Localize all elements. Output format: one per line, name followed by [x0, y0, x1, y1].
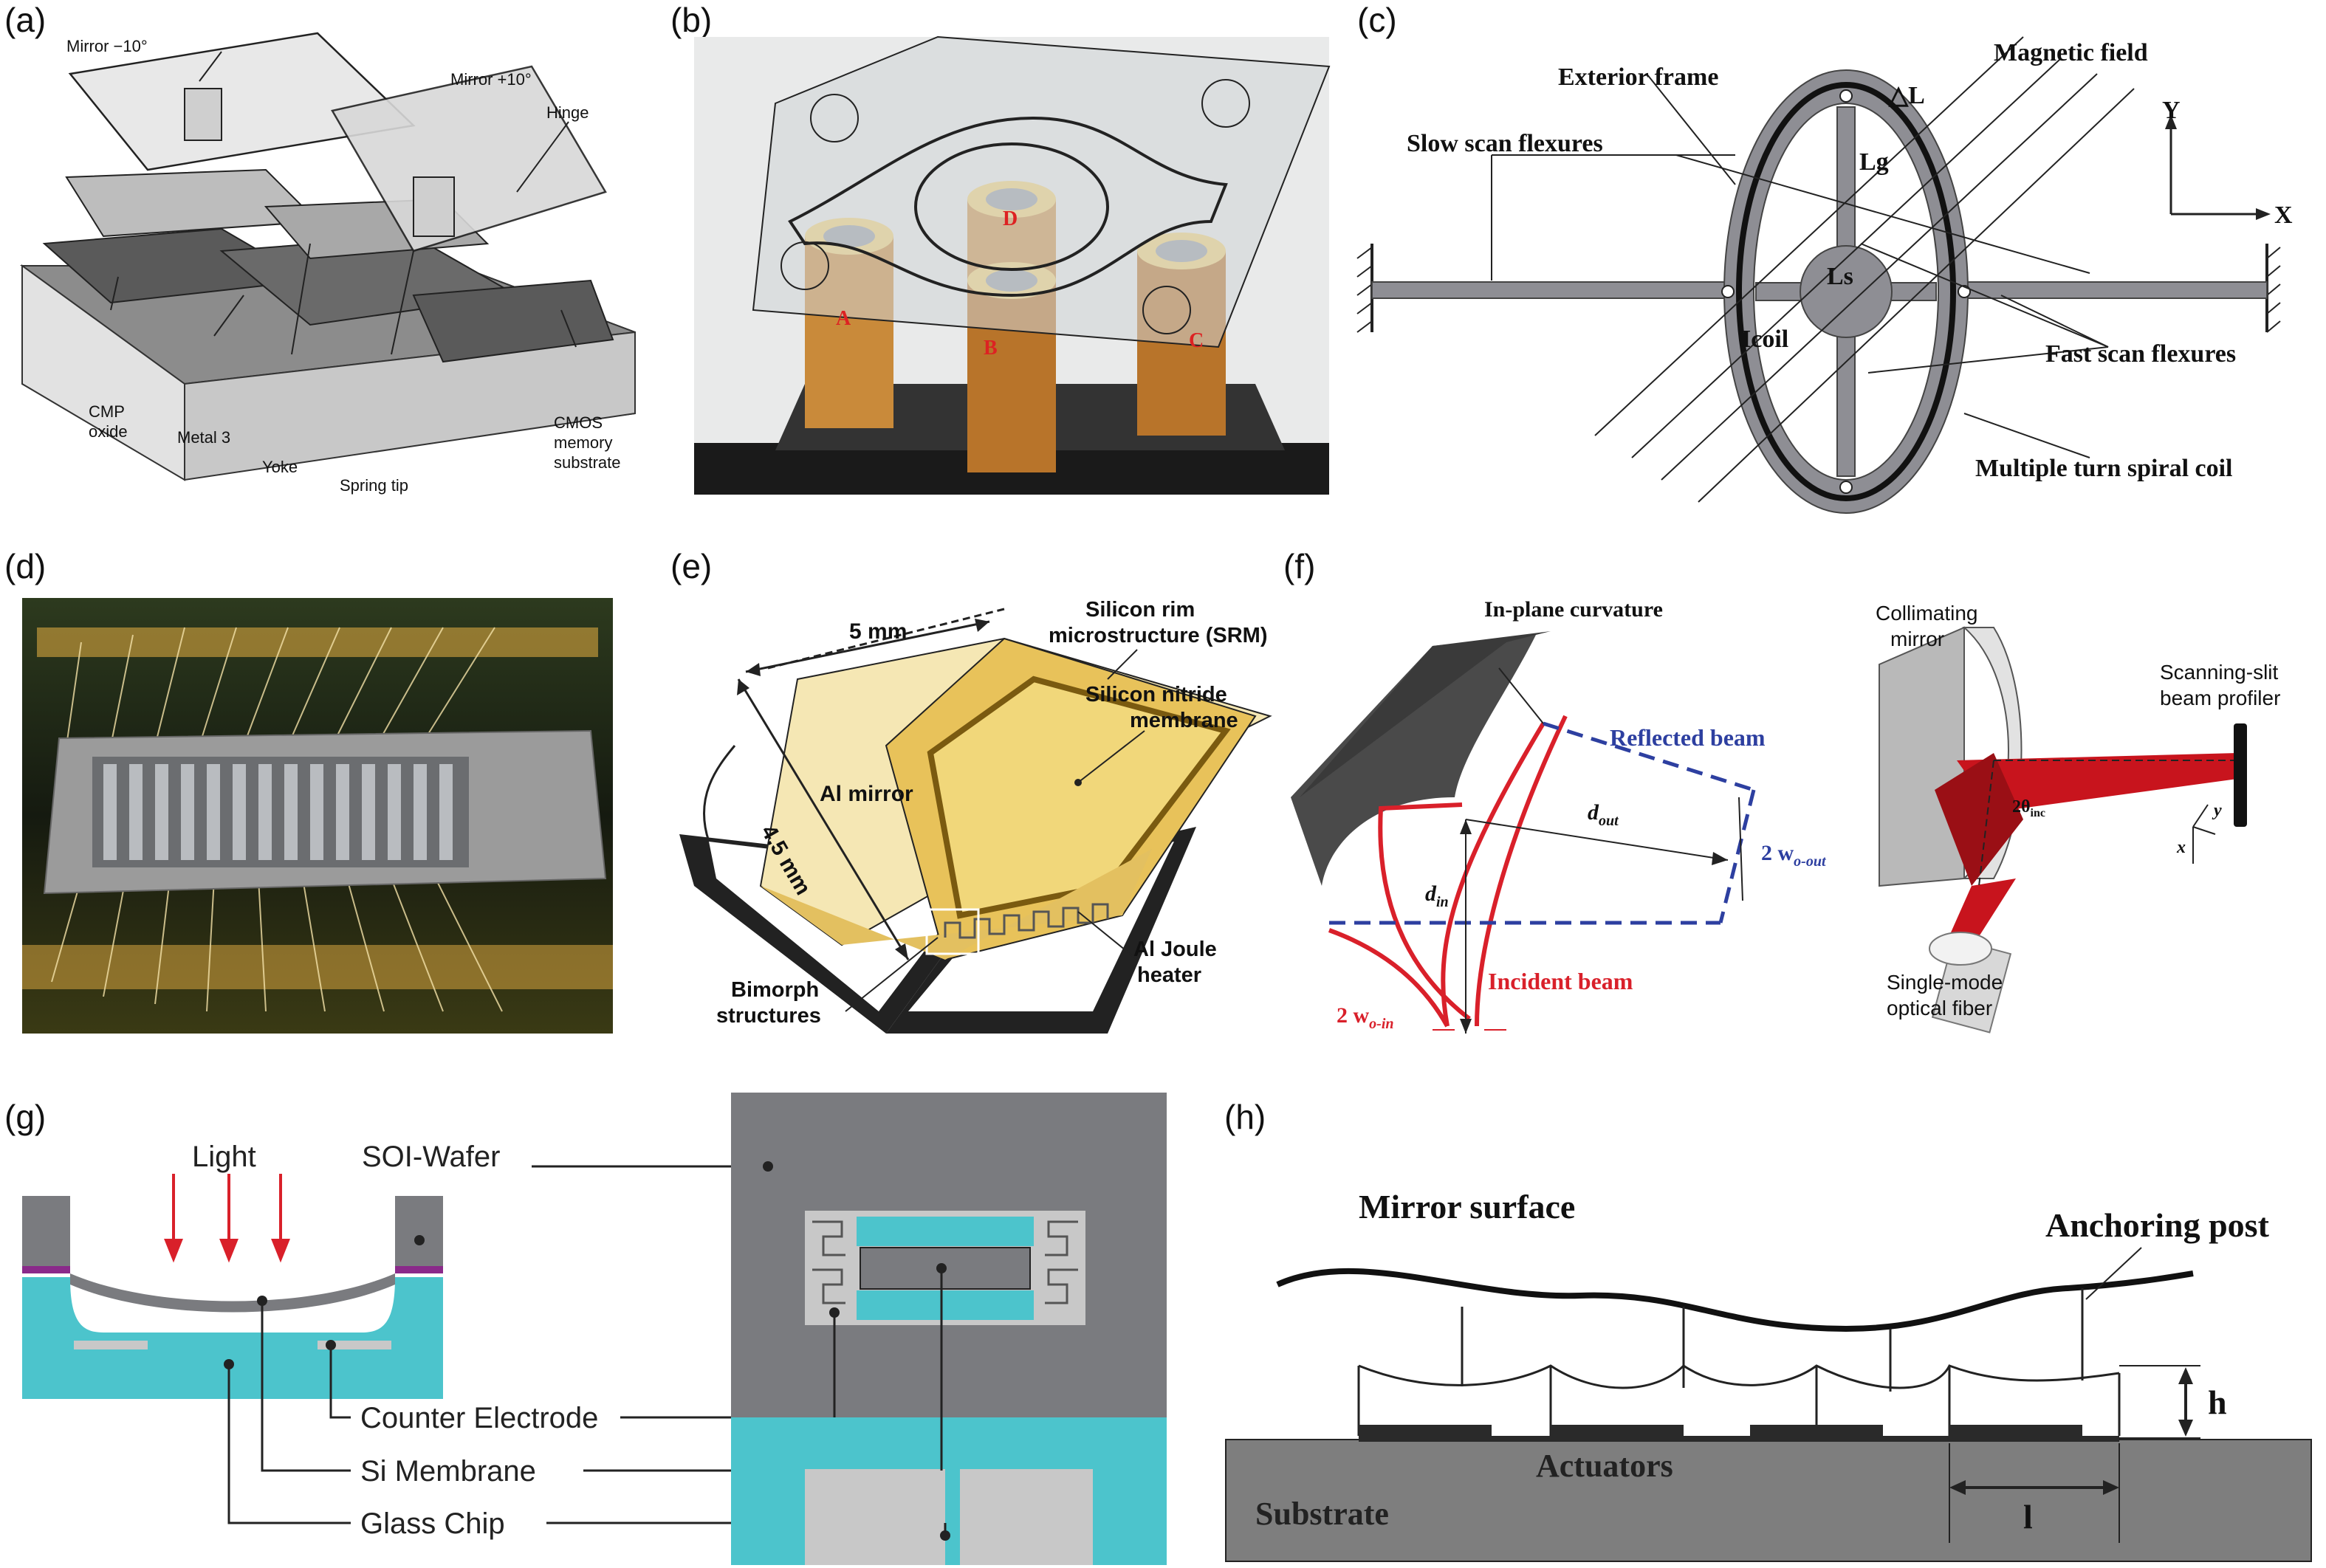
label-d-in: d — [1425, 881, 1437, 906]
coil-label-b: B — [984, 337, 998, 360]
label-exterior-frame: Exterior frame — [1558, 63, 1718, 91]
label-cmp-oxide-1: CMP — [89, 402, 125, 421]
device-photo — [22, 598, 613, 1034]
panel-label-c: (c) — [1357, 1, 1397, 39]
label-reflected-beam: Reflected beam — [1610, 724, 1766, 751]
label-magnetic-field: Magnetic field — [1994, 39, 2148, 66]
label-actuators: Actuators — [1536, 1448, 1673, 1484]
label-mirror: Al mirror — [820, 782, 913, 806]
label-counter-electrode: Counter Electrode — [360, 1402, 598, 1434]
label-fast-scan: Fast scan flexures — [2045, 340, 2236, 368]
label-slow-scan: Slow scan flexures — [1407, 130, 1603, 157]
axis-label-y: Y — [2162, 97, 2181, 124]
label-light: Light — [192, 1141, 256, 1173]
label-mirror-surface: Mirror surface — [1359, 1188, 1575, 1225]
label-bimorph-2: structures — [716, 1004, 821, 1028]
svg-text:dout: dout — [1588, 800, 1619, 829]
label-axis-y-f: y — [2212, 801, 2222, 820]
label-heater-2: heater — [1137, 963, 1201, 987]
beam-profile-diagram: In-plane curvature Reflected beam dout 2… — [1291, 597, 2280, 1034]
svg-text:din: din — [1425, 881, 1449, 910]
label-l: l — [2023, 1498, 2033, 1536]
label-spring-tip: Spring tip — [340, 476, 408, 495]
label-hinge: Hinge — [546, 103, 589, 122]
label-icoil: Icoil — [1741, 326, 1788, 353]
label-profiler-1: Scanning-slit — [2160, 661, 2279, 684]
svg-text:2 wo-out: 2 wo-out — [1761, 841, 1827, 870]
label-h: h — [2208, 1383, 2227, 1421]
coil-label-a: A — [836, 307, 851, 330]
deformable-mirror-diagram: Mirror surface Anchoring post h Actuator… — [1225, 1188, 2312, 1562]
panel-label-b: (b) — [670, 1, 713, 39]
label-cmos-3: substrate — [554, 453, 621, 472]
label-width: 5 mm — [849, 619, 907, 644]
label-lg: Lg — [1859, 148, 1889, 176]
axis-label-x: X — [2274, 202, 2293, 229]
panel-label-g: (g) — [4, 1098, 47, 1136]
label-theta: 2θ — [2012, 797, 2031, 816]
panel-label-h: (h) — [1224, 1098, 1266, 1136]
label-anchoring-post: Anchoring post — [2045, 1206, 2270, 1244]
label-w-out-sub: o-out — [1794, 853, 1827, 870]
panel-label-a: (a) — [4, 1, 47, 39]
label-si-membrane: Si Membrane — [360, 1455, 536, 1488]
label-delta-l: △L — [1888, 82, 1925, 109]
label-curvature: In-plane curvature — [1484, 597, 1663, 622]
label-mirror-minus: Mirror −10° — [66, 37, 148, 55]
label-fiber-2: optical fiber — [1887, 997, 1992, 1019]
label-membrane-2: membrane — [1130, 709, 1238, 732]
label-soi: SOI-Wafer — [362, 1141, 500, 1173]
panel-label-d: (d) — [4, 547, 47, 585]
coil-label-d: D — [1003, 207, 1018, 230]
label-membrane-1: Silicon nitride — [1085, 683, 1227, 706]
label-bimorph-1: Bimorph — [731, 978, 819, 1002]
svg-text:2θinc: 2θinc — [2012, 797, 2045, 819]
label-collimating-2: mirror — [1890, 627, 1944, 650]
label-glass-chip: Glass Chip — [360, 1507, 505, 1540]
label-substrate: Substrate — [1255, 1496, 1389, 1532]
label-metal3: Metal 3 — [177, 428, 230, 447]
label-cmos-2: memory — [554, 433, 612, 452]
label-srm-2: microstructure (SRM) — [1049, 624, 1268, 647]
label-incident-beam: Incident beam — [1488, 968, 1633, 994]
label-collimating-1: Collimating — [1876, 602, 1978, 625]
label-d-out: d — [1588, 800, 1599, 825]
label-axis-x-f: x — [2176, 838, 2186, 857]
label-w-in: 2 w — [1337, 1003, 1370, 1028]
panel-label-f: (f) — [1283, 547, 1316, 585]
label-mirror-plus: Mirror +10° — [450, 70, 532, 89]
label-ls: Ls — [1827, 263, 1853, 290]
label-cmp-oxide-2: oxide — [89, 422, 128, 441]
label-d-out-sub: out — [1599, 813, 1619, 829]
coil-label-c: C — [1189, 329, 1204, 352]
label-srm-1: Silicon rim — [1085, 598, 1195, 622]
label-spiral-coil: Multiple turn spiral coil — [1975, 455, 2233, 482]
label-w-out: 2 w — [1761, 841, 1794, 865]
label-profiler-2: beam profiler — [2160, 687, 2280, 709]
label-cmos-1: CMOS — [554, 413, 603, 432]
thermal-mirror-diagram: 5 mm 4.5 mm Silicon rim microstructure (… — [679, 598, 1272, 1034]
svg-text:2 wo-in: 2 wo-in — [1337, 1003, 1394, 1032]
electromagnetic-scanner-diagram: Exterior frame Magnetic field △L Lg Slow… — [1356, 36, 2293, 514]
label-heater-1: Al Joule — [1133, 938, 1217, 961]
label-w-in-sub: o-in — [1369, 1016, 1393, 1032]
label-d-in-sub: in — [1436, 894, 1449, 910]
label-yoke: Yoke — [262, 458, 298, 476]
coil-actuator-render: A D B C — [694, 35, 1331, 495]
label-fiber-1: Single-mode — [1887, 971, 2003, 994]
label-theta-sub: inc — [2031, 807, 2045, 819]
membrane-mirror-diagram: Light SOI-Wafer Counter Electrode Si Mem… — [22, 1093, 1167, 1565]
panel-label-e: (e) — [670, 547, 713, 585]
dmd-diagram: Mirror −10° Mirror +10° Hinge CMP oxide … — [19, 32, 636, 495]
